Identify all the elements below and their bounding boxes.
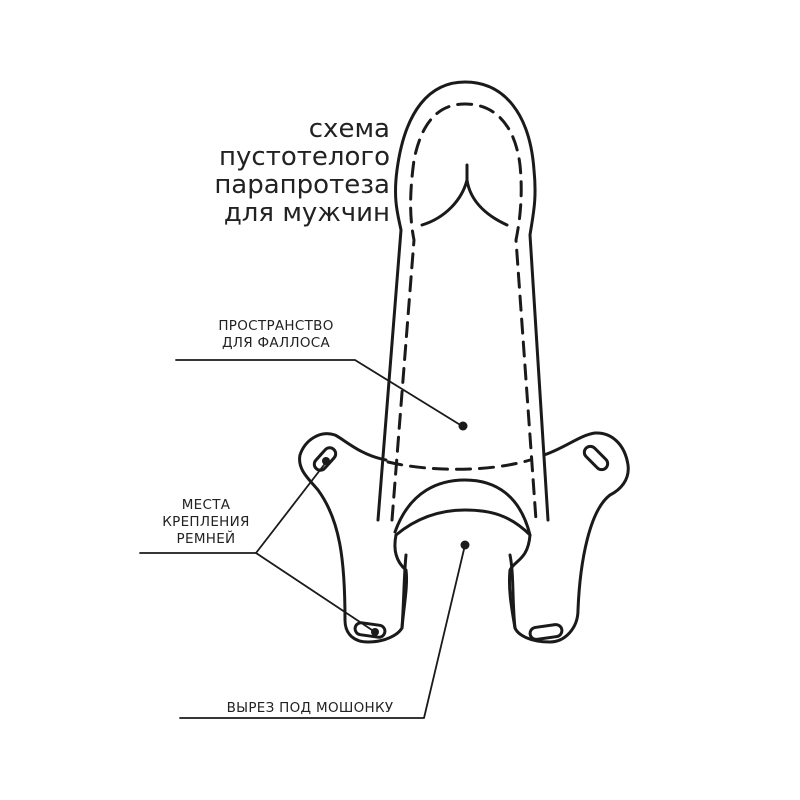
label-phallus-space-line-1: ПРОСТРАНСТВО — [218, 318, 334, 334]
leader-phallus-space — [175, 359, 463, 427]
shaft-outer-outline — [376, 80, 550, 522]
label-phallus-space-line-2: ДЛЯ ФАЛЛОСА — [221, 335, 331, 351]
title-line-2: пустотелого — [219, 142, 390, 172]
inner-cavity-dashed — [390, 102, 538, 522]
scrotum-cutout-left — [393, 533, 408, 630]
leader-lines — [139, 359, 466, 719]
leader-strap-top — [139, 460, 328, 554]
title-line-4: для мужчин — [223, 198, 390, 228]
title-line-3: парапротеза — [214, 170, 390, 200]
label-phallus-space: ПРОСТРАНСТВО ДЛЯ ФАЛЛОСА — [196, 318, 356, 352]
base-dashed-line — [386, 458, 532, 471]
diagram-title: схема пустотелого парапротеза для мужчин — [150, 115, 390, 227]
dot-strap-bottom — [371, 628, 379, 636]
strap-slot-top-left — [312, 446, 338, 472]
scrotum-cutout-inner — [394, 508, 532, 537]
right-strap-flap — [508, 431, 630, 644]
title-line-1: схема — [308, 114, 390, 144]
label-scrotum-cutout: ВЫРЕЗ ПОД МОШОНКУ — [226, 700, 394, 716]
left-strap-flap — [298, 432, 408, 644]
leader-strap-bottom — [255, 552, 376, 633]
dot-strap-top — [322, 457, 330, 465]
glans-detail — [420, 163, 509, 227]
label-strap-points: МЕСТА КРЕПЛЕНИЯ РЕМНЕЙ — [136, 497, 276, 548]
label-strap-points-line-1: МЕСТА — [181, 497, 231, 513]
dot-scrotum-cutout — [460, 540, 470, 550]
scrotum-cutout-arch — [393, 478, 532, 630]
label-strap-points-line-3: РЕМНЕЙ — [176, 531, 236, 547]
leader-scrotum-cutout — [179, 544, 466, 719]
label-strap-points-line-2: КРЕПЛЕНИЯ — [162, 514, 250, 530]
strap-slot-bottom-right — [528, 623, 564, 641]
strap-slot-top-right — [582, 444, 610, 472]
strap-slot-bottom-left — [353, 621, 387, 639]
dot-phallus-space — [458, 421, 468, 431]
